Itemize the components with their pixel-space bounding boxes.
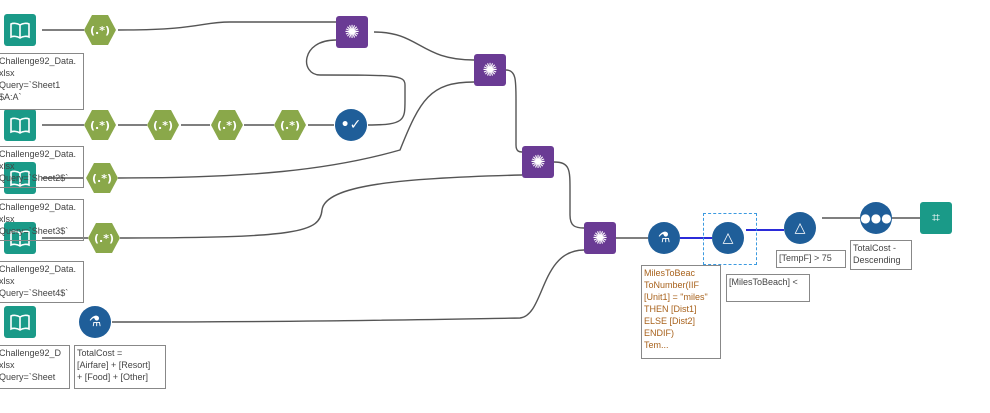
annotation-input-1: Challenge92_Data. xlsx Query=`Sheet1 $A:… [0,53,84,110]
input-data-tool-2[interactable] [4,109,36,141]
book-icon [10,230,30,247]
regex-icon: (.*) [280,118,300,132]
annotation-line: Challenge92_D [0,348,62,358]
join-tool[interactable]: ✺ [584,222,616,254]
wire [117,21,336,31]
annotation-line: ENDIF) [644,328,674,338]
annotation-line: $A:A` [0,92,22,102]
annotation-line: Query=`Sheet1 [0,80,61,90]
regex-icon: (.*) [94,231,114,245]
annotation-line: MilesToBeac [644,268,696,278]
annotation-input-3: Challenge92_Data. xlsx Query=`Sheet3$` [0,199,84,241]
book-icon [10,170,30,187]
regex-icon: (.*) [92,171,112,185]
annotation-line: xlsx [0,360,15,370]
annotation-input-4: Challenge92_Data. xlsx Query=`Sheet4$` [0,261,84,303]
join-tool[interactable]: ✺ [522,146,554,178]
filter-icon: △ [722,230,734,246]
annotation-line: [Unit1] = "miles" [644,292,708,302]
regex-tool[interactable]: (.*) [274,109,306,141]
browse-tool[interactable]: ⌗ [920,202,952,234]
input-data-tool-1[interactable] [4,14,36,46]
annotation-line: Query=`Sheet3$` [0,226,69,236]
book-icon [10,117,30,134]
regex-tool[interactable]: (.*) [84,14,116,46]
check-icon: •✓ [340,117,362,133]
annotation-sort: TotalCost - Descending [850,240,912,270]
annotation-line: TotalCost - [853,243,897,253]
wire [119,174,523,239]
annotation-line: THEN [Dist1] [644,304,697,314]
join-icon: ✺ [482,59,498,81]
join-tool[interactable]: ✺ [474,54,506,86]
select-tool[interactable]: •✓ [335,109,367,141]
annotation-line: xlsx [0,214,15,224]
selection-box [703,213,757,265]
filter-tool[interactable]: △ [712,222,744,254]
wire [553,161,585,229]
annotation-line: Challenge92_Data. [0,149,77,159]
annotation-line: ToNumber(IIF [644,280,700,290]
join-icon: ✺ [592,227,608,249]
annotation-line: TotalCost = [77,348,123,358]
filter-icon: △ [794,220,806,236]
annotation-line: [MilesToBeach] < [729,277,798,287]
join-tool[interactable]: ✺ [336,16,368,48]
annotation-line: Challenge92_Data. [0,56,77,66]
sort-icon: ●●● [860,211,892,225]
regex-icon: (.*) [90,23,110,37]
book-icon [10,314,30,331]
sort-tool[interactable]: ●●● [860,202,892,234]
wire [111,249,585,323]
input-data-tool-5[interactable] [4,306,36,338]
wire [117,81,475,179]
annotation-line: Challenge92_Data. [0,202,77,212]
formula-tool[interactable]: ⚗ [648,222,680,254]
binoculars-icon: ⌗ [932,210,940,226]
annotation-line: Tem... [644,340,669,350]
annotation-line: [TempF] > 75 [779,253,832,263]
wire [305,39,406,126]
annotation-line: [Airfare] + [Resort] [77,360,151,370]
wire [373,31,475,61]
annotation-filter-2: [TempF] > 75 [776,250,846,268]
regex-icon: (.*) [90,118,110,132]
annotation-line: Challenge92_Data. [0,264,77,274]
join-icon: ✺ [530,151,546,173]
input-data-tool-3[interactable] [4,162,36,194]
annotation-formula-1: TotalCost = [Airfare] + [Resort] + [Food… [74,345,166,389]
join-icon: ✺ [344,21,360,43]
flask-icon: ⚗ [88,314,102,330]
annotation-line: Descending [853,255,901,265]
annotation-line: xlsx [0,276,15,286]
annotation-line: Query=`Sheet2$` [0,173,69,183]
annotation-line: xlsx [0,161,15,171]
annotation-formula-2: MilesToBeac ToNumber(IIF [Unit1] = "mile… [641,265,721,359]
annotation-line: ELSE [Dist2] [644,316,696,326]
input-data-tool-4[interactable] [4,222,36,254]
annotation-line: Query=`Sheet [0,372,56,382]
annotation-line: Query=`Sheet4$` [0,288,69,298]
flask-icon: ⚗ [657,230,671,246]
annotation-input-5: Challenge92_D xlsx Query=`Sheet [0,345,70,389]
annotation-filter-1: [MilesToBeach] < [726,274,810,302]
filter-tool[interactable]: △ [784,212,816,244]
regex-icon: (.*) [217,118,237,132]
annotation-line: + [Food] + [Other] [77,372,149,382]
annotation-line: xlsx [0,68,15,78]
wire [505,69,523,153]
book-icon [10,22,30,39]
regex-icon: (.*) [153,118,173,132]
annotation-input-2: Challenge92_Data. xlsx Query=`Sheet2$` [0,146,84,188]
formula-tool[interactable]: ⚗ [79,306,111,338]
